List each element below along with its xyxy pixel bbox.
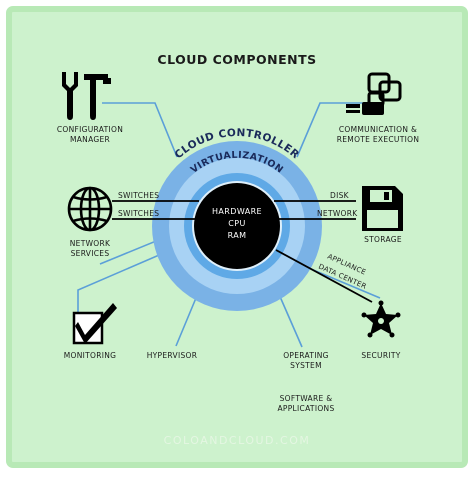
- watermark: COLOANDCLOUD.COM: [164, 434, 311, 447]
- label-operating-system-2: SYSTEM: [290, 361, 322, 370]
- floppy-disk-icon: [362, 186, 403, 231]
- label-network-services-2: SERVICES: [71, 249, 110, 258]
- core-hardware: [194, 183, 280, 269]
- label-configuration-manager-1: CONFIGURATION: [57, 125, 123, 134]
- connector-monitoring: [77, 242, 188, 316]
- label-switches-1: SWITCHES: [118, 191, 159, 200]
- checkbox-icon: [72, 303, 117, 345]
- core-label-cpu: CPU: [228, 219, 245, 228]
- diagram-title: CLOUD COMPONENTS: [157, 52, 316, 67]
- wrench-hammer-icon: [62, 72, 111, 120]
- label-communication-1: COMMUNICATION &: [339, 125, 417, 134]
- connector-security-black: [275, 249, 373, 303]
- label-operating-system-1: OPERATING: [283, 351, 329, 360]
- label-communication-2: REMOTE EXECUTION: [337, 135, 419, 144]
- label-security: SECURITY: [361, 351, 400, 360]
- core-label-ram: RAM: [228, 231, 247, 240]
- connector-operating-system: [277, 291, 303, 348]
- label-switches-2: SWITCHES: [118, 209, 159, 218]
- label-hypervisor: HYPERVISOR: [147, 351, 198, 360]
- connector-lines-black: [112, 200, 373, 303]
- connector-communication: [296, 102, 368, 158]
- remote-hand-icon: [346, 102, 384, 115]
- label-monitoring: MONITORING: [64, 351, 117, 360]
- globe-icon: [67, 186, 113, 232]
- label-software-2: APPLICATIONS: [277, 404, 334, 413]
- label-configuration-manager-2: MANAGER: [70, 135, 110, 144]
- sheriff-star-icon: [361, 300, 401, 338]
- label-disk: DISK: [330, 191, 350, 200]
- label-network-services-1: NETWORK: [70, 239, 111, 248]
- connector-config-manager: [102, 102, 178, 158]
- label-storage: STORAGE: [364, 235, 402, 244]
- label-software-1: SOFTWARE &: [280, 394, 333, 403]
- core-label-hardware: HARDWARE: [212, 207, 262, 216]
- label-network: NETWORK: [317, 209, 358, 218]
